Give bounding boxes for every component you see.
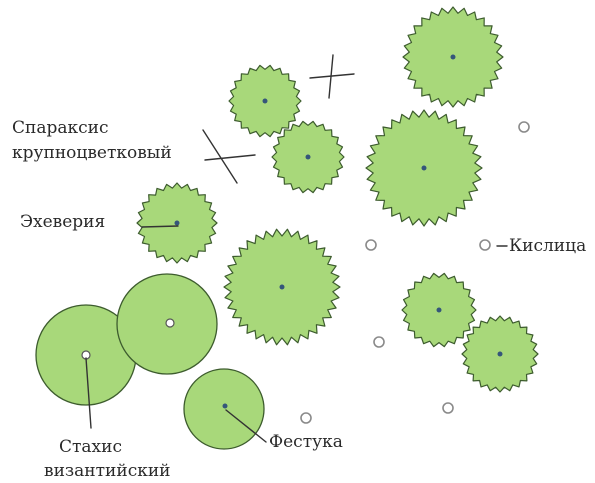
- label-stachys-line1: Стахис: [59, 437, 122, 457]
- stachys-center: [166, 319, 174, 327]
- rosette-center: [437, 308, 442, 313]
- label-sparaxis-line1: Спараксис: [12, 118, 109, 138]
- rosette-center: [451, 55, 456, 60]
- oxalis-plant: [374, 337, 384, 347]
- rosette-center: [422, 166, 427, 171]
- stachys-plants: [36, 274, 217, 405]
- festuca-center: [223, 404, 228, 409]
- rosette-center: [306, 155, 311, 160]
- oxalis-plant: [519, 122, 529, 132]
- oxalis-plant: [301, 413, 311, 423]
- rosette-center: [263, 99, 268, 104]
- label-echeveria: Эхеверия: [20, 212, 105, 232]
- festuca-plant: [184, 369, 264, 449]
- rosette-center: [498, 352, 503, 357]
- rosette-center: [280, 285, 285, 290]
- rosette-center: [175, 221, 180, 226]
- oxalis-plant: [366, 240, 376, 250]
- oxalis-plant: [480, 240, 490, 250]
- label-sparaxis-line2: крупноцветковый: [12, 143, 172, 163]
- label-festuca: Фестука: [269, 432, 343, 452]
- label-oxalis: Кислица: [509, 236, 586, 256]
- label-stachys-line2: византийский: [44, 461, 171, 481]
- festuca-plant-group: [184, 369, 264, 449]
- oxalis-plant: [443, 403, 453, 413]
